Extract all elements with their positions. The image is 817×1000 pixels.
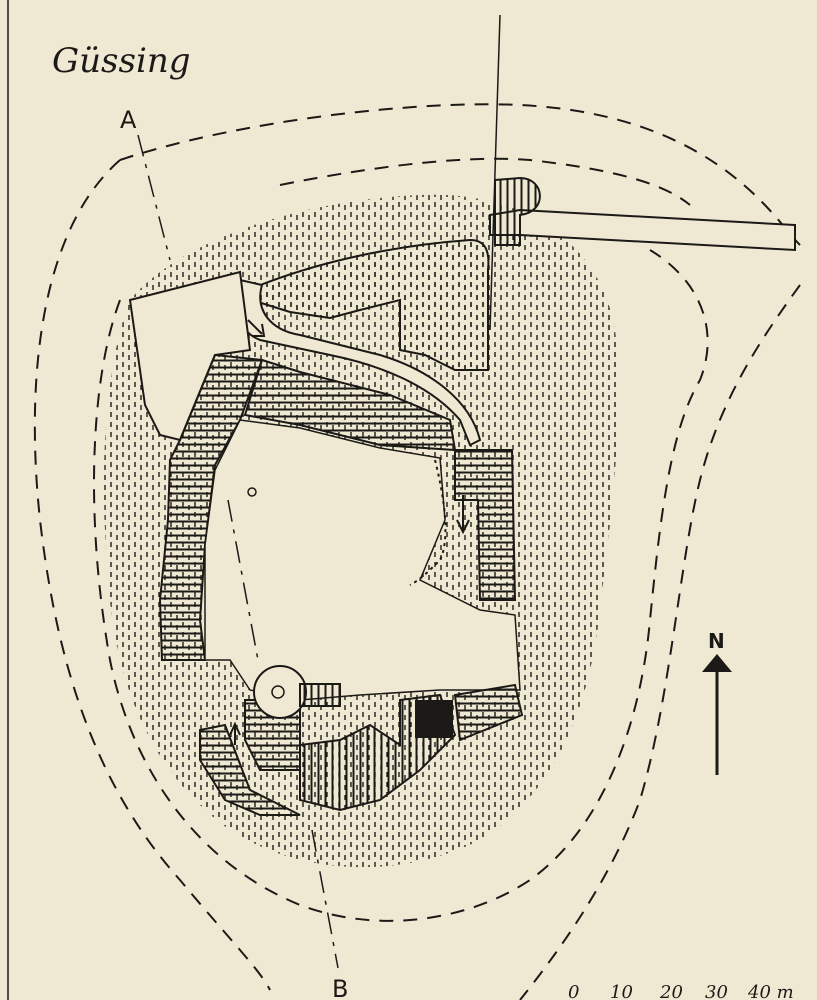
upper-terrace bbox=[246, 238, 490, 371]
property-line bbox=[489, 14, 501, 331]
section-line-inner bbox=[227, 499, 259, 661]
well-marker bbox=[247, 487, 257, 497]
scale-label-10: 10 bbox=[610, 982, 633, 1000]
outer-contour-right bbox=[519, 284, 801, 1000]
section-line-a bbox=[137, 134, 171, 261]
courtyard-edge bbox=[409, 459, 447, 586]
north-label: N bbox=[708, 629, 725, 653]
scale-label-30: 30 bbox=[705, 982, 728, 1000]
east-range bbox=[454, 449, 517, 601]
tower-marker bbox=[271, 685, 285, 699]
gate-tower bbox=[494, 176, 541, 246]
bastion bbox=[299, 683, 341, 707]
arrow-south bbox=[229, 721, 241, 745]
section-label-b: B bbox=[332, 975, 348, 1000]
section-label-a: A bbox=[120, 106, 137, 134]
inner-contour-top bbox=[279, 157, 691, 206]
plan-title: Güssing bbox=[52, 41, 191, 81]
round-tower bbox=[253, 665, 307, 719]
outer-contour-top bbox=[119, 103, 801, 246]
scale-label-40: 40 m bbox=[747, 982, 794, 1000]
arrow-ramp bbox=[247, 319, 266, 337]
arrow-east bbox=[456, 495, 470, 535]
scale-label-20: 20 bbox=[659, 982, 683, 1000]
south-wall bbox=[199, 723, 301, 816]
section-line-b bbox=[311, 829, 339, 969]
entrance-ramp bbox=[234, 278, 482, 447]
north-arrow-icon bbox=[702, 654, 732, 775]
inner-contour bbox=[93, 249, 709, 922]
south-east-wing bbox=[453, 683, 524, 742]
scale-label-0: 0 bbox=[568, 982, 579, 1000]
keep-block bbox=[415, 700, 453, 738]
outer-contour bbox=[33, 159, 271, 991]
